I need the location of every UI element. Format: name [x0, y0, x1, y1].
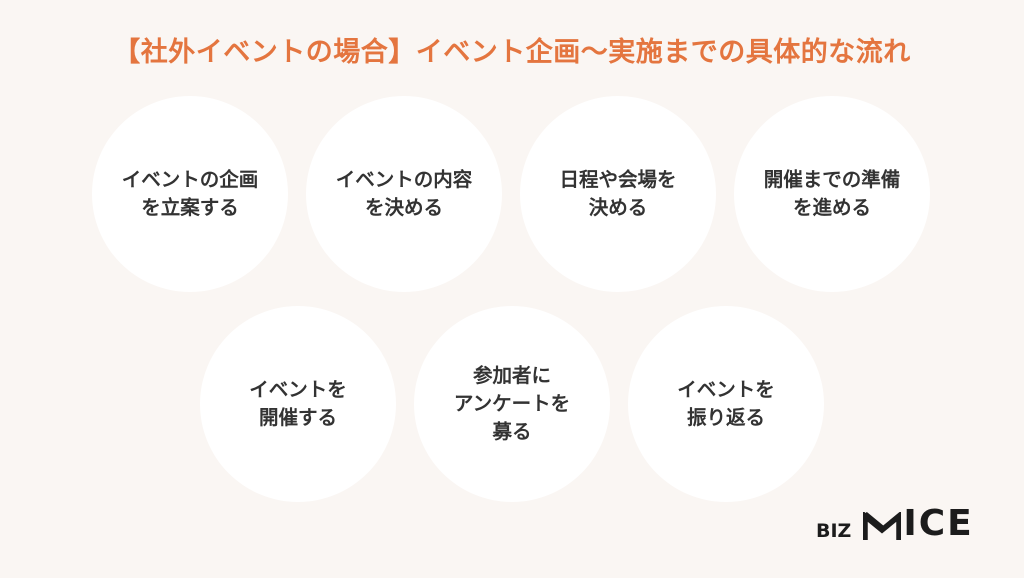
step-3-circle: 日程や会場を 決める — [520, 96, 716, 292]
step-2-circle: イベントの内容 を決める — [306, 96, 502, 292]
page-title: 【社外イベントの場合】イベント企画〜実施までの具体的な流れ — [113, 37, 911, 68]
biz-mice-logo: BIZ ICE — [816, 506, 974, 542]
step-6-label: 参加者に アンケートを 募る — [453, 363, 571, 444]
step-5-circle: イベントを 開催する — [200, 306, 396, 502]
step-1-label: イベントの企画 を立案する — [121, 167, 259, 219]
step-1-circle: イベントの企画 を立案する — [92, 96, 288, 292]
step-5-label: イベントを 開催する — [249, 377, 347, 429]
step-3-label: 日程や会場を 決める — [559, 167, 677, 219]
step-7-label: イベントを 振り返る — [677, 377, 775, 429]
step-7-circle: イベントを 振り返る — [628, 306, 824, 502]
logo-prefix: BIZ — [816, 520, 852, 542]
logo-name: ICE — [903, 503, 974, 544]
step-6-circle: 参加者に アンケートを 募る — [414, 306, 610, 502]
step-4-circle: 開催までの準備 を進める — [734, 96, 930, 292]
step-2-label: イベントの内容 を決める — [335, 167, 473, 219]
step-4-label: 開催までの準備 を進める — [763, 167, 901, 219]
mice-m-glyph-icon — [863, 512, 902, 540]
